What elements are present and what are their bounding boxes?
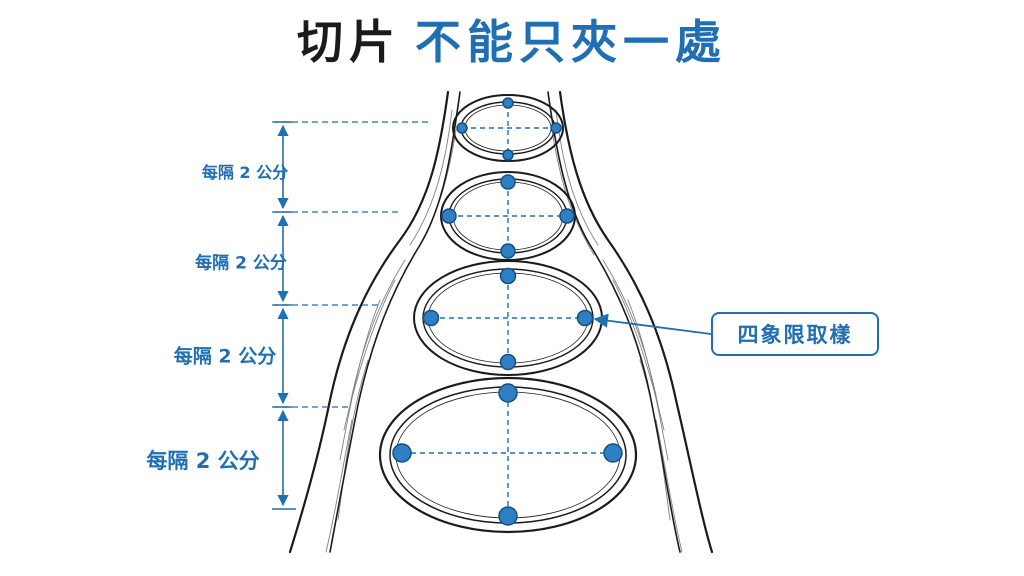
sample-point-dot — [498, 383, 518, 403]
sample-point-dot — [500, 243, 516, 259]
callout-text: 四象限取樣 — [737, 323, 853, 347]
callout-arrow — [593, 313, 712, 335]
organ-tube — [288, 90, 714, 554]
sample-point-dot — [576, 309, 594, 327]
page-title: 切片不能只夾一處 — [0, 10, 1024, 74]
sample-points — [392, 97, 623, 526]
sample-point-dot — [500, 174, 516, 190]
sample-point-dot — [499, 267, 517, 285]
sample-point-dot — [422, 309, 440, 327]
spacing-label-3: 每隔 2 公分 — [173, 345, 277, 368]
sample-point-dot — [441, 208, 457, 224]
quadrant-sampling-callout: 四象限取樣 — [711, 312, 879, 356]
spacing-label-1: 每隔 2 公分 — [201, 163, 289, 182]
sample-point-dot — [502, 149, 514, 161]
sample-point-dot — [392, 443, 412, 463]
sample-point-dot — [456, 122, 468, 134]
sample-point-dot — [499, 353, 517, 371]
reference-dashes — [272, 121, 430, 408]
sample-point-dot — [559, 208, 575, 224]
spacing-label-2: 每隔 2 公分 — [195, 253, 287, 274]
title-part-black: 切片 — [297, 15, 401, 69]
dimension-arrows — [272, 121, 296, 510]
spacing-label-4: 每隔 2 公分 — [146, 449, 260, 473]
sample-point-dot — [502, 97, 514, 109]
sample-point-dot — [498, 506, 518, 526]
title-part-blue: 不能只夾一處 — [415, 15, 727, 69]
sample-point-dot — [550, 122, 562, 134]
quadrant-lines — [402, 103, 613, 516]
sample-point-dot — [603, 443, 623, 463]
